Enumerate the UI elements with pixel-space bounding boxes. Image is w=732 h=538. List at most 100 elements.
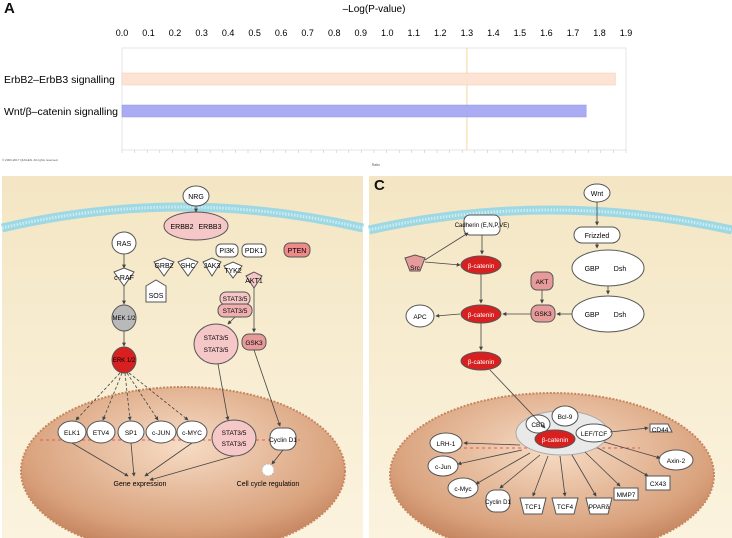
label-bcat-nuclear: β-catenin <box>542 437 569 444</box>
label-cx43: CX43 <box>650 481 667 488</box>
node-apc <box>405 304 435 328</box>
label-gene-expression: Gene expression <box>114 481 167 488</box>
label-cyclin: Cyclin D1 <box>269 437 297 444</box>
node-leftcf <box>575 423 613 443</box>
panel-c-letter: C <box>374 177 385 194</box>
label-stat-c2: STAT3/5 <box>204 347 229 354</box>
tick-label: 1.6 <box>540 28 553 38</box>
node-cjun-c <box>427 455 459 477</box>
node-bcat-nuclear <box>534 429 576 449</box>
node-pdk1 <box>241 243 267 258</box>
label-shc: SHC <box>181 263 196 270</box>
label-stat-n1: STAT3/5 <box>222 430 247 437</box>
tick-label: 1.7 <box>567 28 580 38</box>
node-erk <box>111 346 137 374</box>
label-jak3: JAK3 <box>204 263 221 270</box>
node-gbp-dsh-1 <box>571 249 645 287</box>
tick-label: 0.4 <box>222 28 235 38</box>
node-cd44 <box>649 423 673 433</box>
node-stat-dimer <box>193 323 239 365</box>
tick-label: 1.0 <box>381 28 394 38</box>
node-lrh1 <box>429 432 463 454</box>
label-cbp: CBP <box>531 422 544 429</box>
node-bcat3 <box>460 351 502 371</box>
label-cmyc: c-MYC <box>182 430 202 437</box>
membrane-inner-line <box>1 205 364 230</box>
label-sos: SOS <box>149 293 164 300</box>
node-gbp-dsh-2 <box>571 295 645 333</box>
label-apc: APC <box>413 314 427 321</box>
category-label: ErbB2–ErbB3 signalling <box>4 74 115 86</box>
tick-label: 1.2 <box>434 28 447 38</box>
node-grb2 <box>153 257 175 277</box>
node-etv4 <box>86 420 116 444</box>
label-wnt: Wnt <box>591 191 604 198</box>
tick-label: 0.0 <box>116 28 129 38</box>
label-stat-c1: STAT3/5 <box>204 335 229 342</box>
label-cmyc-c: c-Myc <box>454 486 472 493</box>
tick-label: 0.3 <box>195 28 208 38</box>
node-ppar <box>585 497 613 515</box>
node-cjun <box>145 420 177 444</box>
label-axin2: Axin-2 <box>667 458 686 465</box>
label-bcat1: β-catenin <box>468 263 495 270</box>
label-etv4: ETV4 <box>93 430 110 437</box>
tick-label: 1.4 <box>487 28 500 38</box>
label-craf: c-RAF <box>114 275 134 282</box>
tick-label: 1.3 <box>461 28 474 38</box>
label-nrg: NRG <box>188 194 204 201</box>
tick-label: 0.2 <box>169 28 182 38</box>
label-leftcf: LEF/TCF <box>581 431 607 438</box>
label-cadherin: Cadherin (E,N,P,VE) <box>455 223 510 229</box>
label-cell-cycle: Cell cycle regulation <box>237 481 300 488</box>
label-dsh1: Dsh <box>614 266 627 273</box>
node-craf <box>113 267 135 287</box>
tick-label: 1.1 <box>408 28 421 38</box>
label-tcf4: TCF4 <box>557 504 574 511</box>
label-dsh2: Dsh <box>614 312 627 319</box>
tick-label: 0.8 <box>328 28 341 38</box>
label-gbp2: GBP <box>585 312 600 319</box>
bar <box>121 72 616 86</box>
label-stat-n2: STAT3/5 <box>222 441 247 448</box>
label-akt: AKT <box>536 279 549 286</box>
bar <box>121 104 587 118</box>
node-bcl9 <box>551 405 579 427</box>
label-akt1: AKT1 <box>245 278 263 285</box>
node-tcf4 <box>551 497 579 515</box>
label-cd44: CD44 <box>652 427 669 434</box>
pathway-arrows-b <box>71 206 284 482</box>
label-lrh1: LRH-1 <box>437 441 456 448</box>
node-cmyc-c <box>447 477 479 499</box>
pathway-arrows-c <box>424 202 661 497</box>
cell-cycle-gear-icon <box>261 463 275 477</box>
label-tyk2: TYK2 <box>224 268 242 275</box>
chart-axis-title: –Log(P-value) <box>343 4 406 15</box>
label-bcat2: β-catenin <box>468 312 495 319</box>
label-erbb2: ERBB2 <box>171 224 194 231</box>
label-mmp7: MMP7 <box>617 492 636 499</box>
node-stat-nuclear <box>211 419 257 457</box>
tick-label: 1.5 <box>514 28 527 38</box>
tick-label: 1.9 <box>620 28 633 38</box>
label-frizzled: Frizzled <box>585 233 610 240</box>
label-cyclin-c: Cyclin D1 <box>485 500 511 506</box>
node-mmp7 <box>613 487 639 501</box>
label-cjun-c: c-Jun <box>435 464 451 471</box>
node-cbp <box>525 414 551 434</box>
node-jak3 <box>202 257 222 277</box>
copyright-note: © 2000-2017 QIAGEN. All rights reserved. <box>2 158 59 162</box>
label-pten: PTEN <box>288 248 307 255</box>
label-gbp1: GBP <box>585 266 600 273</box>
node-pten <box>283 242 311 258</box>
category-label: Wnt/β–catenin signalling <box>4 106 118 118</box>
tick-label: 0.6 <box>275 28 288 38</box>
node-shc <box>177 257 199 277</box>
node-src <box>404 254 426 272</box>
label-sp1: SP1 <box>125 430 138 437</box>
label-erbb3: ERBB3 <box>199 224 222 231</box>
node-akt1 <box>245 271 263 289</box>
label-pdk1: PDK1 <box>245 248 263 255</box>
